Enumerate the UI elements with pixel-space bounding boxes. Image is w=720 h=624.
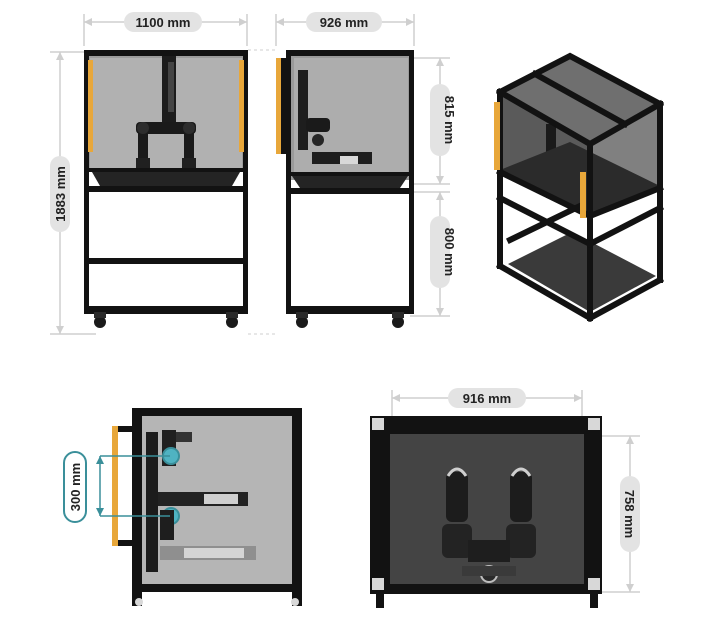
side-handle [276,58,282,154]
inner-width-label: 916 mm [463,391,511,406]
front-width-label: 1100 mm [136,15,191,30]
dim-lower-height: 800 mm [410,191,457,317]
handle-right [239,60,244,152]
dim-side-depth: 926 mm [275,12,415,46]
inner-depth-label: 758 mm [622,490,637,538]
side-view [276,50,414,328]
dim-inner-width: 916 mm [391,388,583,424]
total-height-label: 1883 mm [53,166,68,222]
dim-front-width: 1100 mm [83,12,248,46]
caster-icon [226,316,238,328]
handle-left [88,60,93,152]
iso-handle [494,102,500,170]
side-section-view [112,408,302,606]
lower-height-label: 800 mm [442,228,457,276]
section-handle [112,426,118,546]
caster-icon [392,316,404,328]
upper-height-label: 815 mm [442,96,457,144]
dim-total-height: 1883 mm [50,51,96,335]
isometric-view [494,52,665,323]
dim-arm-spacing: 300 mm [63,451,170,523]
dim-inner-depth: 758 mm [600,435,640,593]
front-work-surface [92,172,240,186]
top-view [370,416,602,608]
arm-spacing-label: 300 mm [68,463,83,511]
front-view [84,50,248,328]
top-arm-left [446,472,468,522]
dim-upper-height: 815 mm [410,57,457,185]
caster-icon [94,316,106,328]
front-arm-crossbar [136,122,196,134]
top-arm-right [510,472,532,522]
side-depth-label: 926 mm [320,15,368,30]
iso-lower-platform [508,232,656,312]
caster-icon [296,316,308,328]
